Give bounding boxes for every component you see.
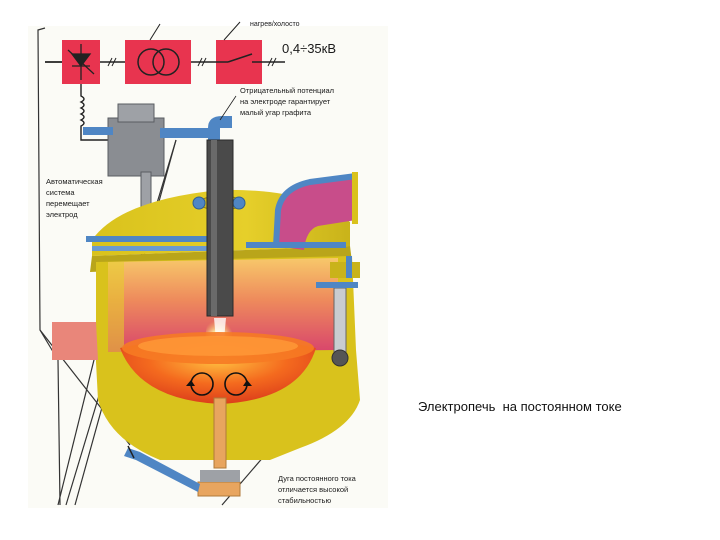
cable-connector	[83, 127, 113, 135]
svg-text:Дуга постоянного тока: Дуга постоянного тока	[278, 474, 357, 483]
auto-system-note: Автоматическая система перемещает электр…	[46, 177, 103, 219]
switch-icon	[216, 53, 262, 63]
graphite-electrode	[206, 139, 234, 317]
exhaust-duct	[273, 172, 358, 250]
cooling-rings	[86, 236, 346, 251]
arc-note: Дуга постоянного тока отличается высокой…	[278, 474, 357, 505]
molten-bath	[120, 332, 316, 404]
voltage-label: 0,4÷35кВ	[282, 41, 336, 56]
rectifier-icon	[67, 44, 95, 80]
svg-text:Автоматическая: Автоматическая	[46, 177, 103, 186]
circulation-arrows	[186, 372, 252, 396]
svg-text:стабильностью: стабильностью	[278, 496, 331, 505]
svg-text:Отрицательный потенциал: Отрицательный потенциал	[240, 86, 334, 95]
reactor-coil	[79, 84, 108, 141]
svg-text:электрод: электрод	[46, 210, 78, 219]
electrode-mast	[83, 103, 232, 231]
svg-text:отличается высокой: отличается высокой	[278, 485, 348, 494]
caption: Электропечь на постоянном токе	[418, 399, 622, 414]
svg-text:система: система	[46, 188, 75, 197]
busbar-arm	[160, 128, 210, 138]
tap-spout	[52, 322, 98, 360]
bottom-electrode	[197, 397, 241, 497]
transformer-box	[125, 40, 191, 84]
svg-text:на электроде гарантирует: на электроде гарантирует	[240, 97, 331, 106]
svg-text:малый угар графита: малый угар графита	[240, 108, 312, 117]
electrode-note: Отрицательный потенциал на электроде гар…	[219, 86, 334, 121]
power-circuit	[45, 21, 285, 141]
top-label: нагрев/холосто	[250, 21, 300, 28]
transformer-icon	[137, 48, 165, 76]
tilt-pivot	[331, 349, 349, 367]
svg-text:перемещает: перемещает	[46, 199, 90, 208]
holder-block	[107, 117, 165, 177]
bottom-cooling-hose	[124, 448, 200, 492]
